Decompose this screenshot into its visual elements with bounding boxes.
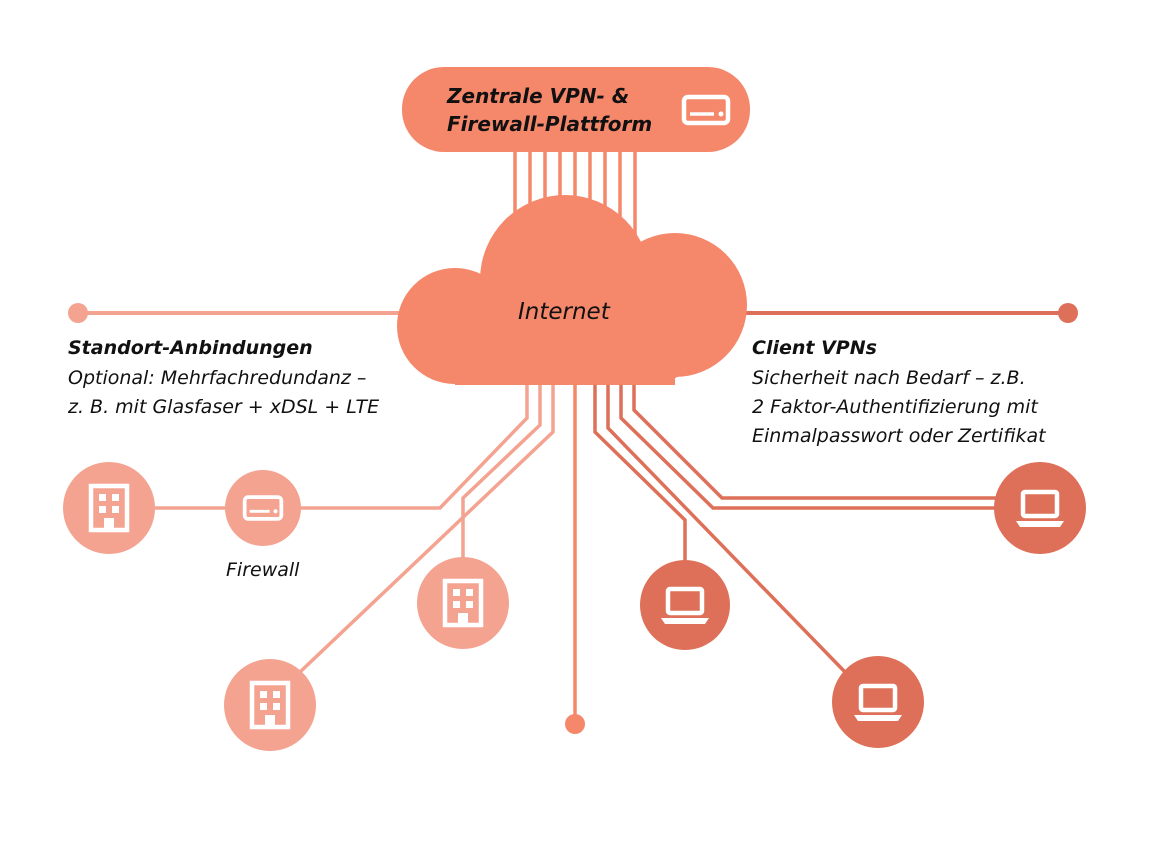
client-node-2 (832, 656, 924, 748)
cloud-label: Internet (518, 299, 610, 325)
right-section-title: Client VPNs (752, 337, 877, 359)
platform-title-line1: Zentrale VPN- & (447, 84, 630, 108)
site-firewall-node (225, 470, 301, 546)
left-section-title: Standort-Anbindungen (68, 337, 313, 359)
client-node-1 (640, 560, 730, 650)
right-section-desc-line1: Sicherheit nach Bedarf – z.B. (752, 367, 1026, 389)
site-node-3 (224, 659, 316, 751)
right-section-desc-line2: 2 Faktor-Authentifizierung mit (752, 396, 1038, 418)
site-node-2 (417, 557, 509, 649)
left-branch-end-dot (68, 303, 88, 323)
platform-connection-lines (513, 148, 637, 240)
internet-cloud (397, 195, 747, 385)
left-section-desc-line1: Optional: Mehrfachredundanz – (68, 367, 367, 389)
right-branch-end-dot (1058, 303, 1078, 323)
site-connection-lines (155, 380, 555, 674)
left-section-desc-line2: z. B. mit Glasfaser + xDSL + LTE (68, 396, 380, 418)
client-node-3 (994, 462, 1086, 554)
site-node-1 (63, 462, 155, 554)
platform-title-line2: Firewall-Plattform (447, 112, 653, 136)
firewall-node-label: Firewall (226, 559, 300, 581)
center-end-dot (565, 714, 585, 734)
right-section-desc-line3: Einmalpasswort oder Zertifikat (752, 425, 1046, 447)
central-platform-pill (402, 67, 750, 152)
client-connection-lines (593, 380, 1000, 674)
